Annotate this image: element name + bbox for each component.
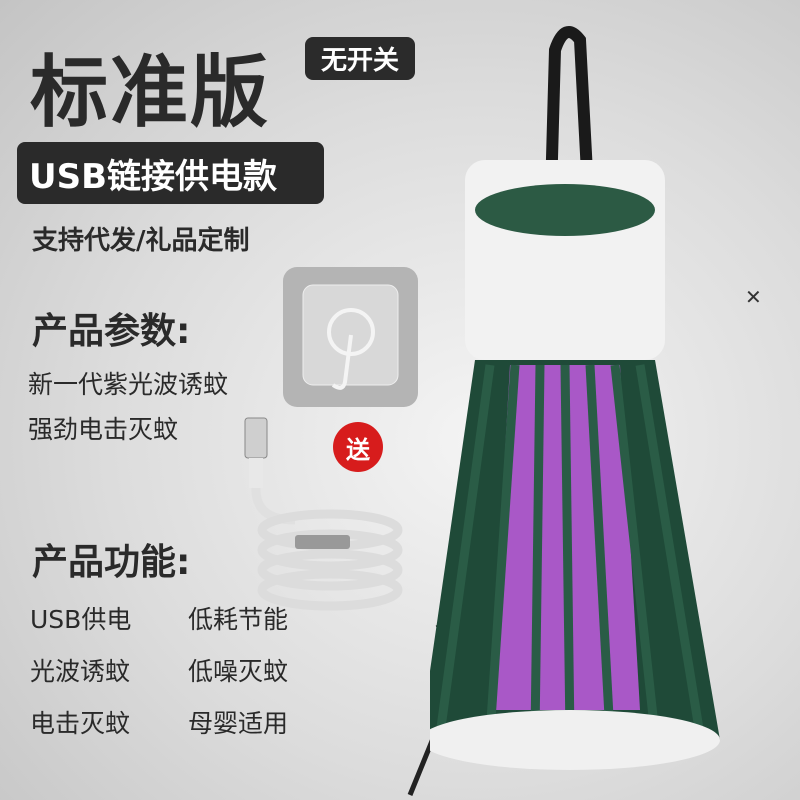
power-badge: USB链接供电款	[17, 142, 324, 204]
param-line: 新一代紫光波诱蚊	[28, 370, 229, 399]
cage-bars	[435, 364, 705, 736]
feature-item: 低噪灭蚊	[188, 657, 289, 686]
usb-cable-icon	[244, 417, 403, 611]
feature-item: 低耗节能	[188, 605, 289, 634]
param-line: 强劲电击灭蚊	[28, 415, 179, 444]
headline: 标准版	[30, 48, 271, 138]
mosquito-lamp	[430, 26, 720, 770]
params-heading: 产品参数:	[32, 311, 191, 352]
feature-item: 光波诱蚊	[30, 657, 131, 686]
gift-badge: 送	[333, 422, 383, 472]
feature-item: 母婴适用	[188, 709, 289, 738]
switch-tag: 无开关	[305, 37, 416, 80]
features-heading: 产品功能:	[32, 542, 191, 583]
mosquito-icon: ✕	[745, 285, 762, 309]
adhesive-hook-icon	[283, 267, 418, 407]
support-text: 支持代发/礼品定制	[32, 226, 250, 256]
feature-item: USB供电	[30, 605, 132, 634]
feature-item: 电击灭蚊	[30, 709, 131, 738]
